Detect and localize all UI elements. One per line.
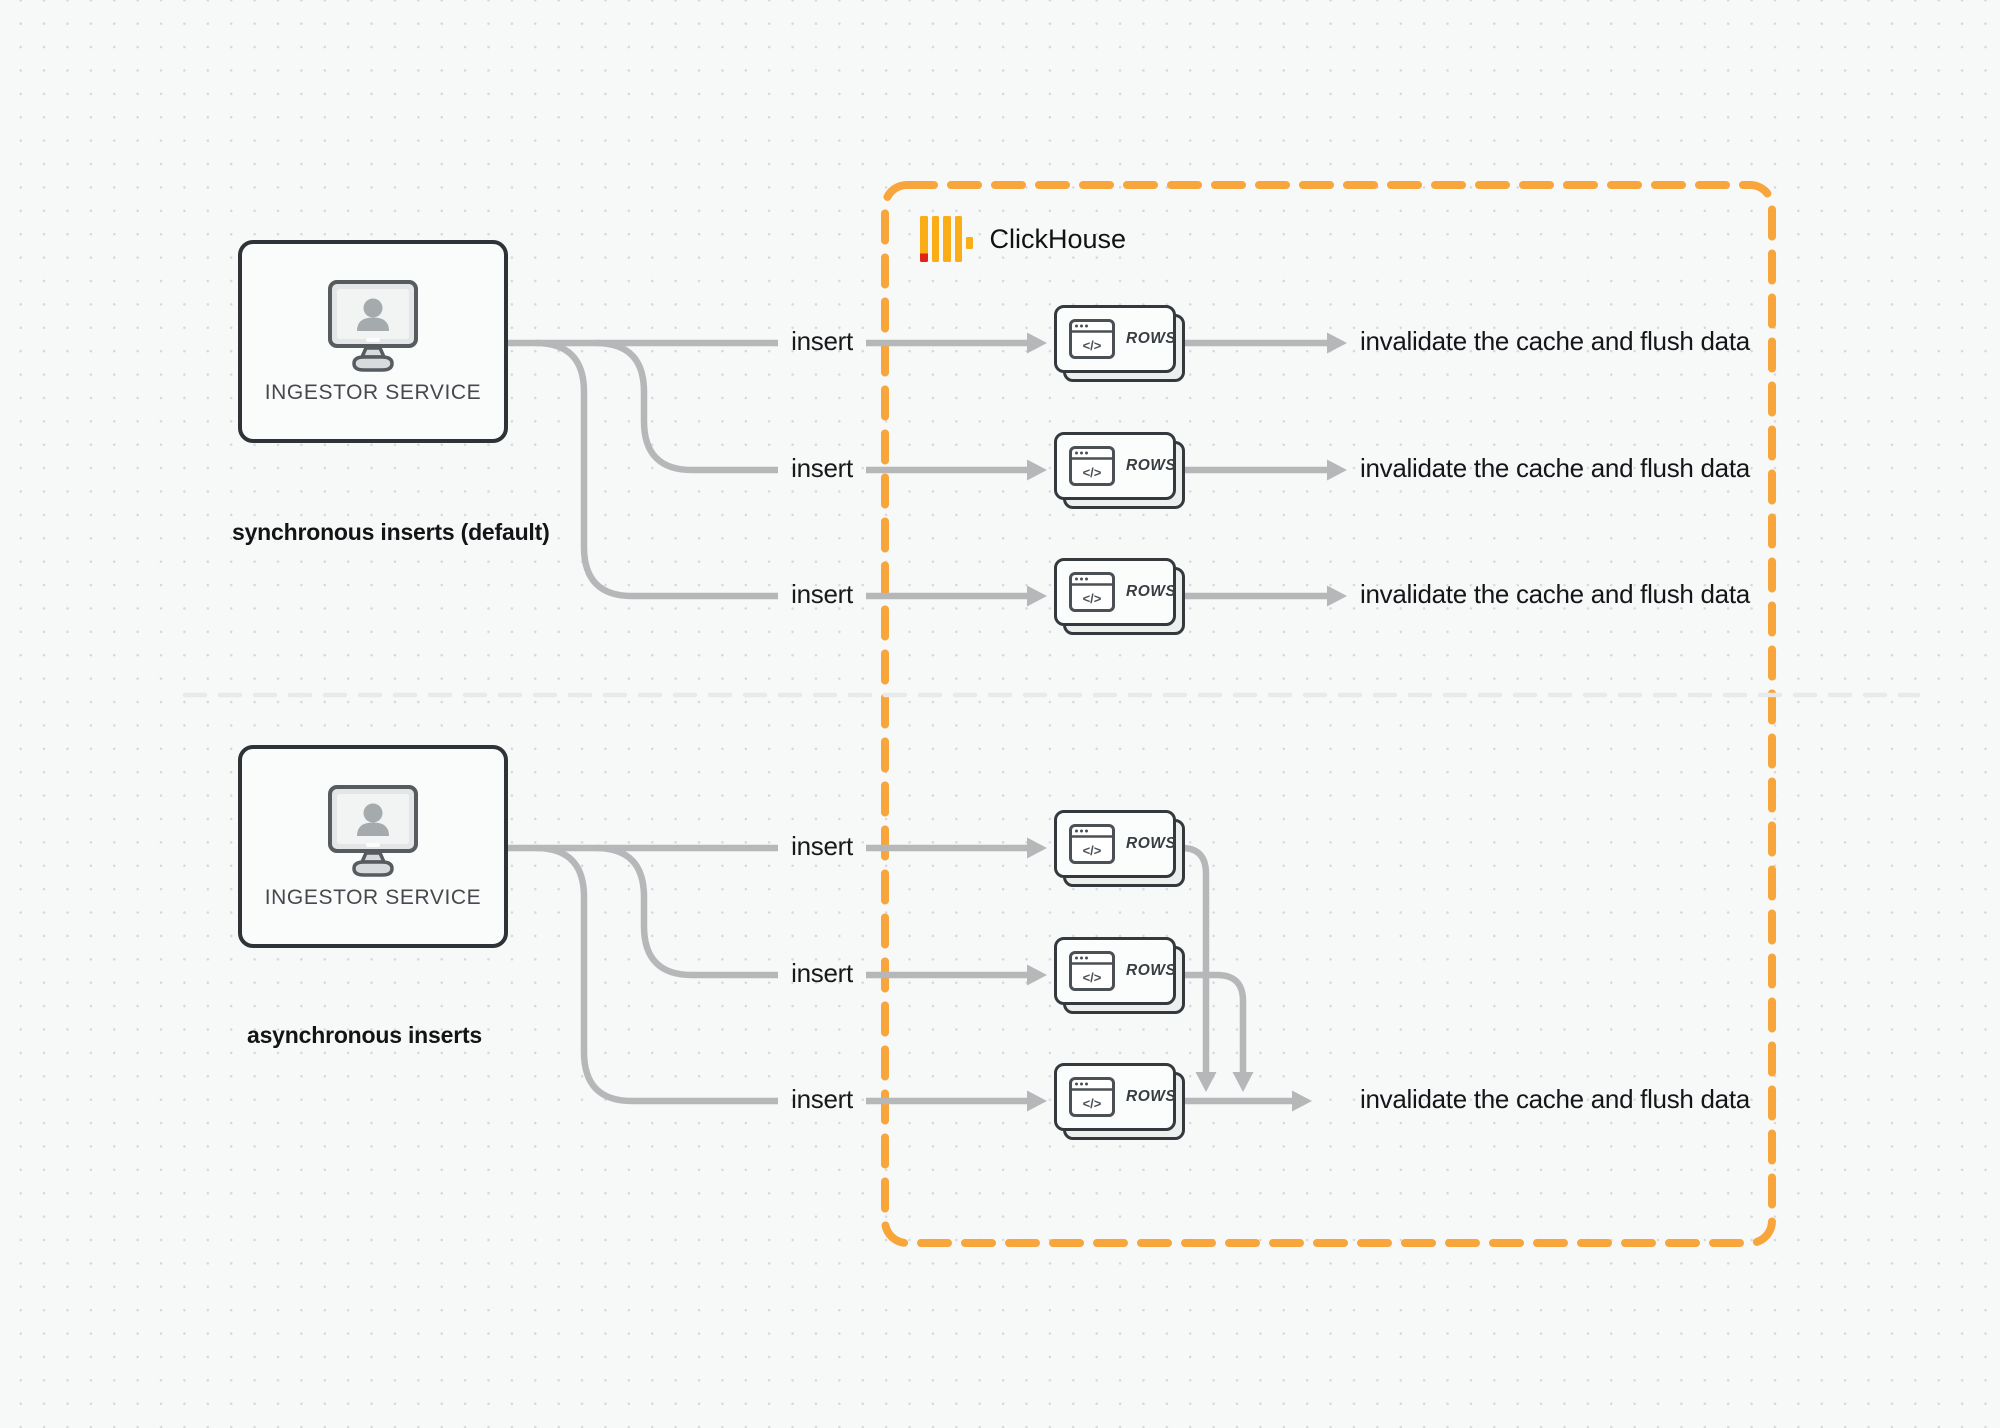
code-window-icon: </> (1069, 319, 1115, 359)
rows-card-label: ROWS (1126, 1088, 1177, 1105)
rows-card-label: ROWS (1126, 962, 1177, 979)
service-box-label: INGESTOR SERVICE (264, 380, 482, 404)
ingestor-service-box-async: INGESTOR SERVICE (238, 745, 508, 948)
rows-card: </> ROWS (1054, 558, 1186, 636)
insert-label: insert (791, 453, 853, 483)
insert-label: insert (791, 958, 853, 988)
rows-card: </> ROWS (1054, 305, 1186, 383)
sync-section-caption: synchronous inserts (default) (232, 519, 550, 545)
insert-label: insert (791, 831, 853, 861)
rows-card: </> ROWS (1054, 1063, 1186, 1141)
svg-text:</>: </> (1083, 970, 1102, 985)
code-window-icon: </> (1069, 446, 1115, 486)
rows-card-label: ROWS (1126, 457, 1177, 474)
rows-card: </> ROWS (1054, 937, 1186, 1015)
clickhouse-logo-icon (920, 216, 973, 262)
code-window-icon: </> (1069, 572, 1115, 612)
insert-label: insert (791, 326, 853, 356)
service-box-label: INGESTOR SERVICE (264, 885, 482, 909)
async-section-caption: asynchronous inserts (247, 1022, 483, 1048)
connector-lines (508, 339, 1328, 1105)
svg-text:</>: </> (1083, 591, 1102, 606)
insert-label: insert (791, 1084, 853, 1114)
arrowheads (1027, 332, 1347, 1112)
clickhouse-wordmark: ClickHouse (989, 224, 1127, 254)
clickhouse-logo: ClickHouse (920, 216, 1126, 262)
code-window-icon: </> (1069, 951, 1115, 991)
clickhouse-dashed-boundary (881, 181, 1776, 1247)
svg-text:</>: </> (1083, 843, 1102, 858)
rows-card: </> ROWS (1054, 810, 1186, 888)
svg-text:</>: </> (1083, 338, 1102, 353)
ingestor-service-box-sync: INGESTOR SERVICE (238, 240, 508, 443)
monitor-user-icon (328, 784, 418, 877)
result-label: invalidate the cache and flush data (1360, 453, 1750, 483)
insert-label: insert (791, 579, 853, 609)
result-label: invalidate the cache and flush data (1360, 579, 1750, 609)
rows-card-label: ROWS (1126, 330, 1177, 347)
result-label: invalidate the cache and flush data (1360, 1084, 1750, 1114)
rows-card-label: ROWS (1126, 583, 1177, 600)
result-label: invalidate the cache and flush data (1360, 326, 1750, 356)
svg-text:</>: </> (1083, 465, 1102, 480)
svg-text:</>: </> (1083, 1096, 1102, 1111)
rows-card-label: ROWS (1126, 835, 1177, 852)
monitor-user-icon (328, 279, 418, 372)
code-window-icon: </> (1069, 824, 1115, 864)
code-window-icon: </> (1069, 1077, 1115, 1117)
rows-card: </> ROWS (1054, 432, 1186, 510)
